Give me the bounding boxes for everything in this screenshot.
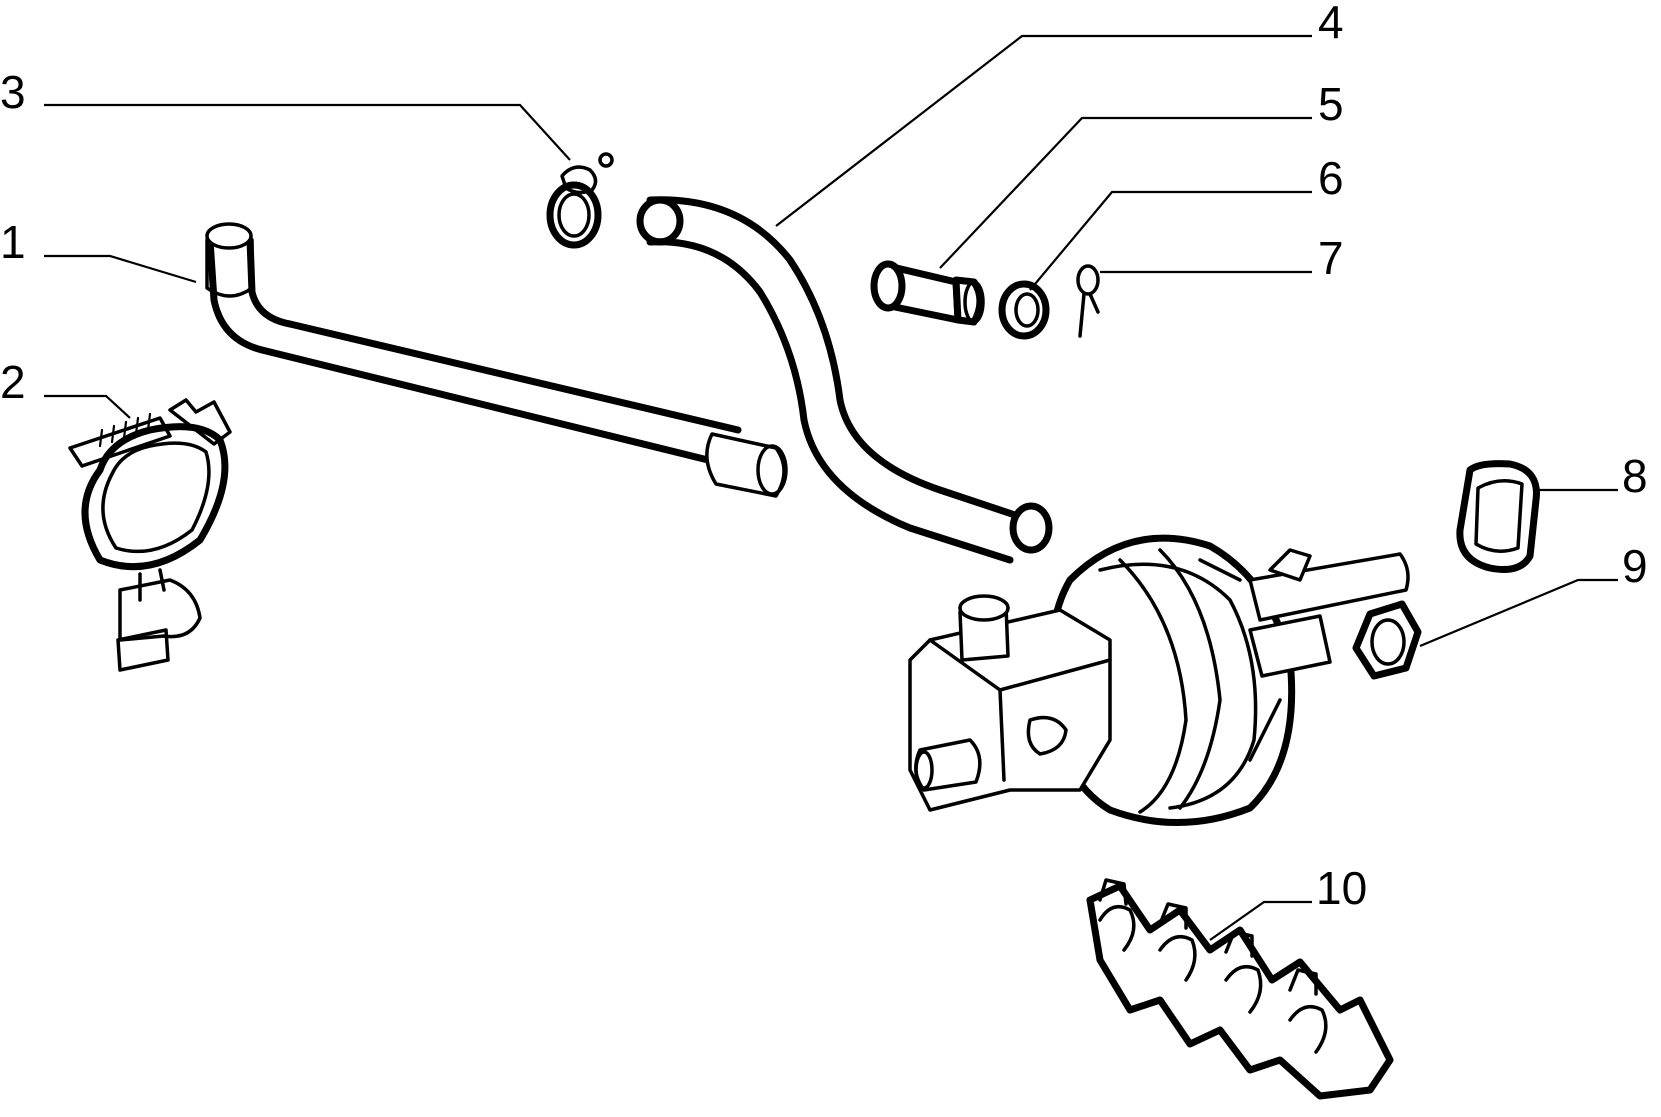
leader-lines: [44, 34, 1618, 941]
part-3-clamp: [546, 152, 614, 249]
callout-4: 4: [1318, 0, 1344, 48]
leader-10: [1209, 900, 1312, 941]
callout-10: 10: [1316, 862, 1367, 914]
leader-3: [44, 103, 571, 161]
part-7-pin: [1076, 264, 1100, 338]
brake-booster-assembly: [908, 534, 1410, 826]
leader-9: [1419, 578, 1618, 648]
leader-4: [775, 34, 1312, 227]
leader-1: [44, 254, 197, 284]
callout-2: 2: [0, 356, 26, 408]
part-8-seal: [1456, 460, 1540, 573]
callout-7: 7: [1318, 232, 1344, 284]
callout-5: 5: [1318, 78, 1344, 130]
leader-6: [1029, 190, 1312, 291]
part-4-hose: [636, 196, 1053, 564]
part-10-pipe-clip: [1086, 878, 1394, 1100]
callout-8: 8: [1622, 450, 1648, 502]
callout-9: 9: [1622, 540, 1648, 592]
callout-3: 3: [0, 66, 26, 118]
callout-6: 6: [1318, 152, 1344, 204]
leader-2: [44, 394, 131, 419]
part-6-grommet: [998, 280, 1050, 340]
callout-labels: 1 2 3 4 5 6 7 8 9 10: [0, 0, 1648, 914]
part-2-clip: [68, 398, 232, 672]
part-9-nut: [1352, 600, 1422, 680]
part-1-hose: [205, 222, 788, 498]
callout-1: 1: [0, 216, 26, 268]
part-5-valve: [870, 260, 985, 326]
leader-5: [939, 116, 1312, 269]
